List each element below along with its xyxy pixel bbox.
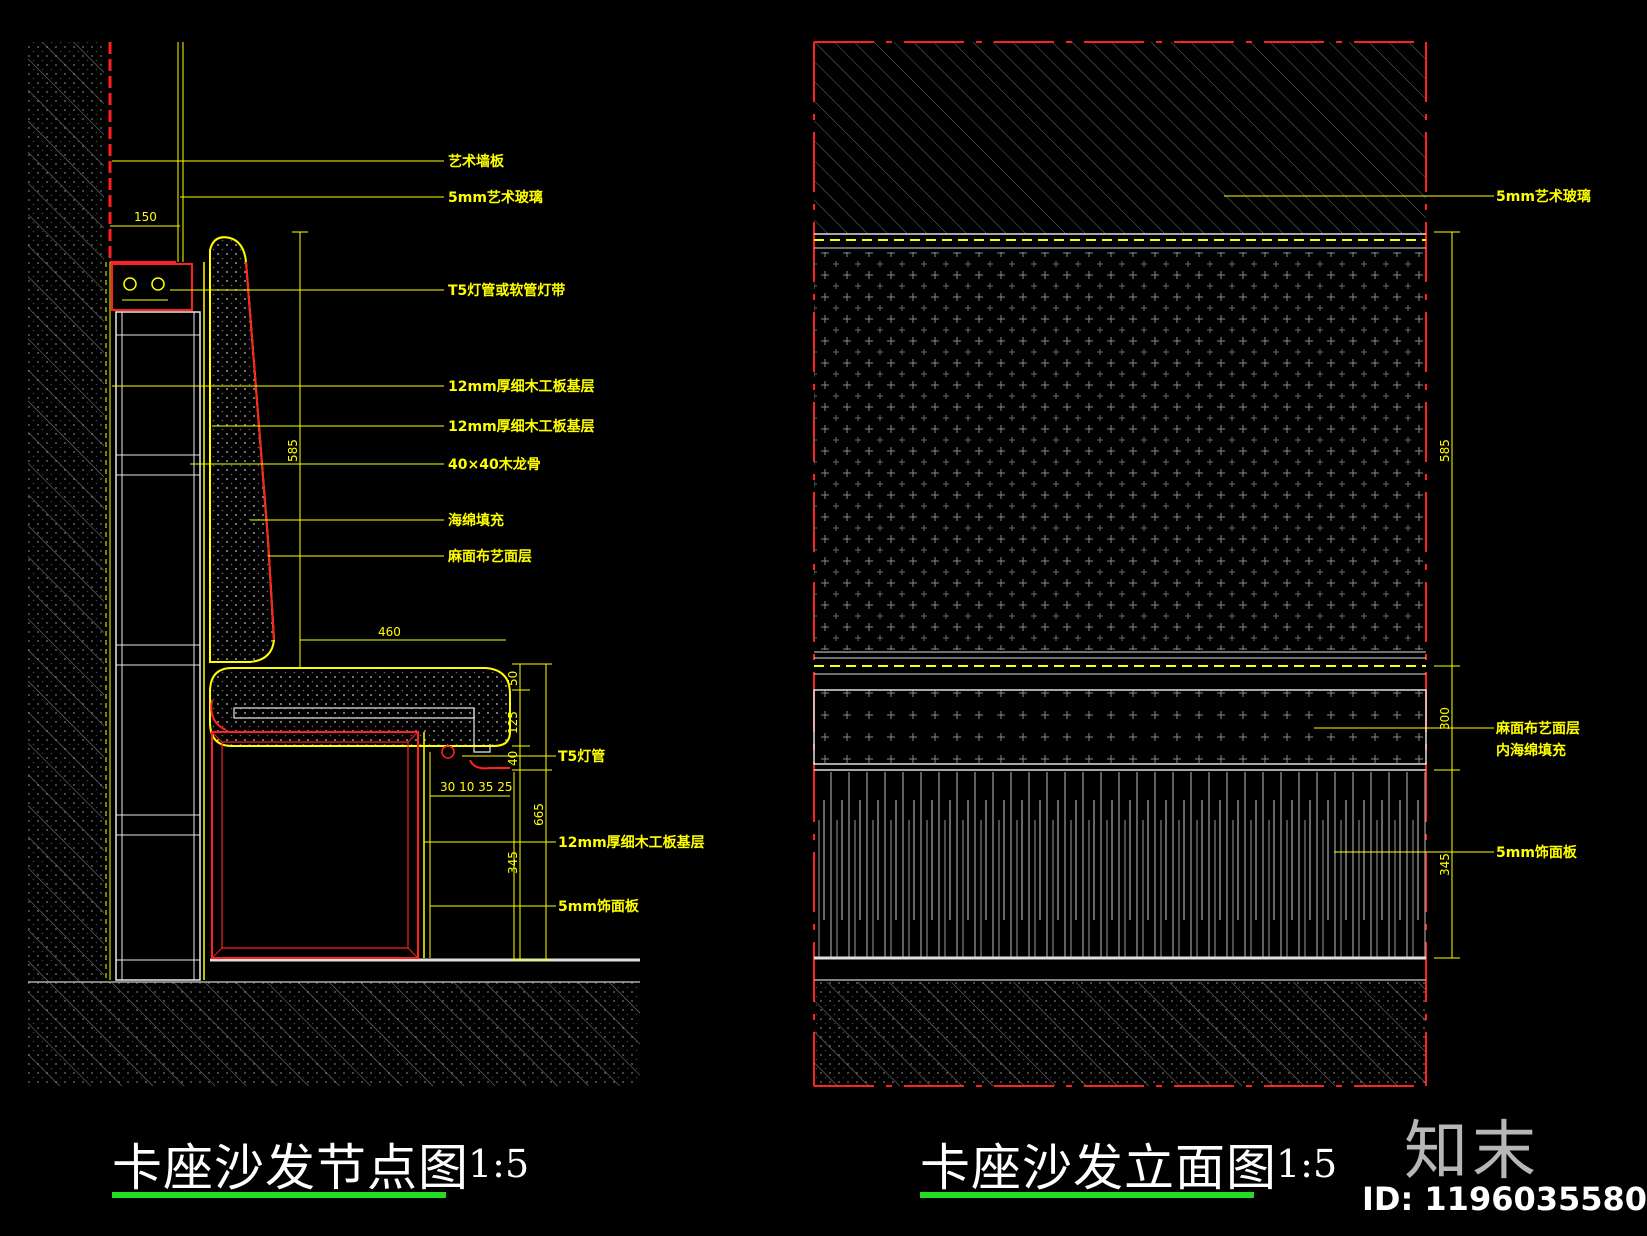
right-drawing-scale: 1:5	[1276, 1142, 1338, 1186]
lamp-box	[111, 263, 193, 311]
label-plywood-base-2: 12mm厚细木工板基层	[448, 418, 595, 435]
label-t5-lamp: T5灯管	[558, 748, 605, 765]
dim-lamp-gap: 40	[506, 751, 520, 766]
right-title-underline	[920, 1192, 1254, 1198]
dim-seat-thick: 50	[506, 671, 520, 686]
cad-drawing-canvas: 艺术墙板 5mm艺术玻璃 T5灯管或软管灯带 12mm厚细木工板基层 12mm厚…	[28, 41, 1591, 1087]
label-art-wall-panel: 艺术墙板	[448, 153, 505, 170]
label-elevation-art-glass: 5mm艺术玻璃	[1496, 188, 1591, 205]
sofa-elevation-drawing: 5mm艺术玻璃 麻面布艺面层 内海绵填充 5mm饰面板 585 300 345	[813, 41, 1591, 1087]
label-veneer-panel: 5mm饰面板	[558, 898, 640, 915]
seat-cushion	[209, 667, 511, 747]
dim-seat-base: 125	[506, 711, 520, 734]
seat-base-box	[211, 731, 419, 959]
label-plywood-base-3: 12mm厚细木工板基层	[558, 834, 705, 851]
label-wood-keel: 40×40木龙骨	[448, 456, 541, 473]
art-glass-panel	[814, 42, 1426, 234]
dim-bottom-row: 30 10 35 25	[440, 780, 513, 794]
dim-lower-height: 345	[506, 851, 520, 874]
dim-total-height: 665	[532, 803, 546, 826]
label-t5-light-strip: T5灯管或软管灯带	[448, 282, 565, 299]
dim-elevation-base: 345	[1438, 853, 1452, 876]
dim-top-width: 150	[134, 210, 157, 224]
right-drawing-title: 卡座沙发立面图	[920, 1139, 1277, 1197]
left-drawing-scale: 1:5	[468, 1142, 530, 1186]
dim-back-height: 585	[286, 439, 300, 462]
brand-logo: 知末	[1404, 1115, 1540, 1189]
image-id-text: ID: 1196035580	[1362, 1180, 1647, 1218]
dim-elevation-seat: 300	[1438, 707, 1452, 730]
elevation-seat-cushion	[813, 689, 1427, 765]
sofa-section-drawing: 艺术墙板 5mm艺术玻璃 T5灯管或软管灯带 12mm厚细木工板基层 12mm厚…	[28, 42, 705, 1086]
left-title-underline	[112, 1192, 446, 1198]
label-art-glass: 5mm艺术玻璃	[448, 189, 543, 206]
dim-elevation-back: 585	[1438, 439, 1452, 462]
t5-lamp-icon	[441, 745, 455, 759]
elevation-veneer-base	[814, 772, 1426, 958]
left-drawing-title: 卡座沙发节点图	[112, 1139, 469, 1197]
lamp-tube-icon	[123, 277, 137, 291]
timber-frame	[115, 311, 201, 981]
label-linen-fabric: 麻面布艺面层	[447, 548, 532, 565]
label-elevation-linen: 麻面布艺面层	[1495, 720, 1580, 737]
back-cushion	[209, 236, 276, 663]
label-sponge-fill: 海绵填充	[448, 512, 504, 529]
label-elevation-sponge: 内海绵填充	[1496, 742, 1566, 759]
label-plywood-base-1: 12mm厚细木工板基层	[448, 378, 595, 395]
label-elevation-veneer: 5mm饰面板	[1496, 844, 1578, 861]
dim-seat-depth: 460	[378, 625, 401, 639]
